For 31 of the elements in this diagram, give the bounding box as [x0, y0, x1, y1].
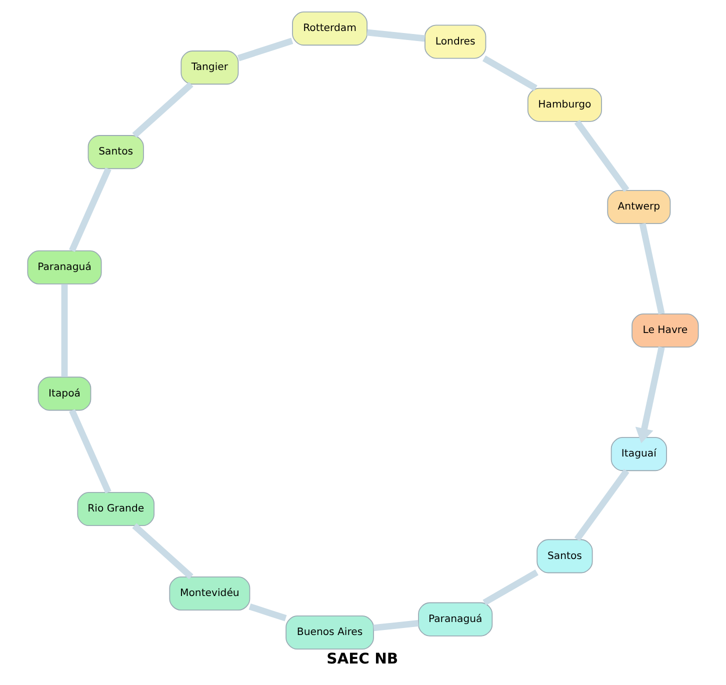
connector	[69, 409, 112, 494]
connector	[639, 223, 665, 314]
node-box: Paranaguá	[418, 602, 493, 636]
connector	[482, 56, 538, 91]
node-box: Paranaguá	[27, 250, 102, 284]
diagram-title: SAEC NB	[326, 650, 398, 668]
node-box: Rotterdam	[292, 12, 368, 46]
connector	[69, 168, 112, 252]
node-box: Londres	[424, 24, 486, 59]
connector	[574, 469, 630, 542]
connector	[237, 38, 294, 62]
node-box: Itapoá	[38, 376, 92, 411]
connector	[574, 120, 630, 192]
arrow	[635, 346, 665, 444]
node-box: Santos	[88, 135, 144, 170]
connector	[61, 284, 68, 377]
node-box: Santos	[536, 539, 593, 574]
connector	[132, 523, 194, 580]
connector	[248, 603, 287, 622]
connector	[482, 570, 538, 606]
node-box: Tangier	[180, 50, 239, 85]
node-box: Buenos Aires	[286, 616, 374, 650]
connector	[366, 29, 426, 42]
node-box: Antwerp	[607, 190, 671, 224]
connector	[373, 620, 419, 632]
node-box: Itaguaí	[610, 437, 667, 472]
node-box: Le Havre	[632, 314, 699, 348]
connector	[132, 82, 194, 138]
node-box: Hamburgo	[527, 88, 602, 122]
node-box: Montevidéu	[169, 576, 250, 611]
node-box: Rio Grande	[77, 492, 155, 526]
